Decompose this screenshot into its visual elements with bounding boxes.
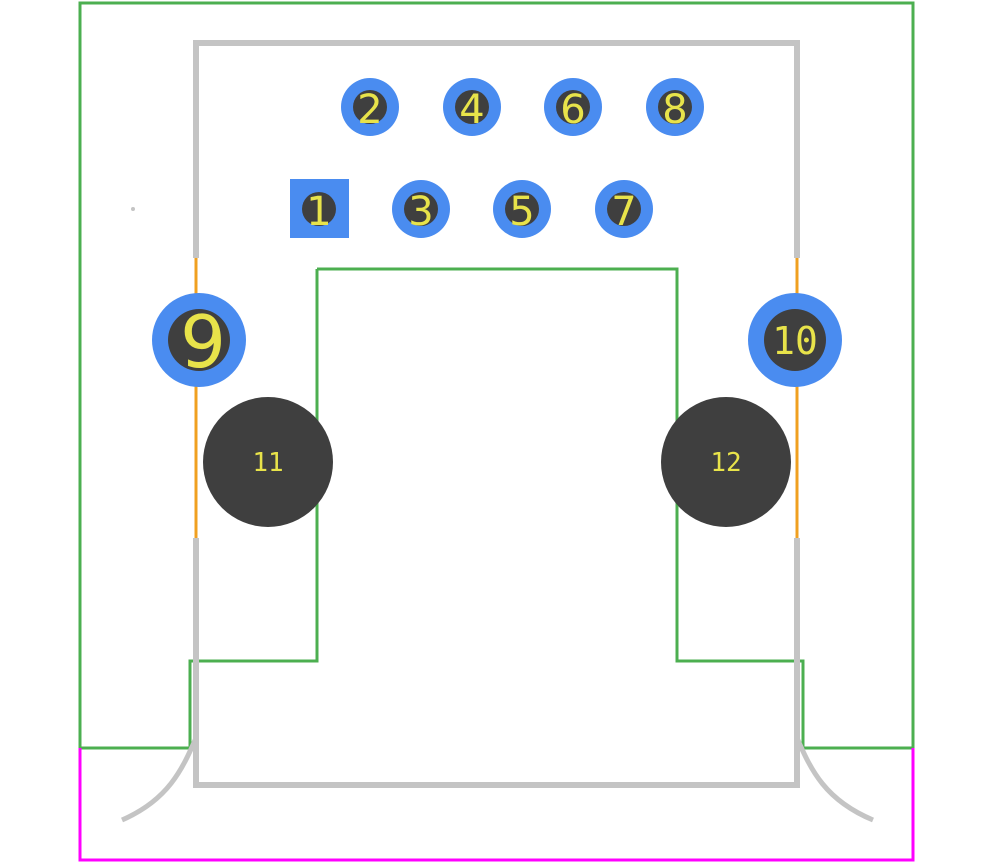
pad-3[interactable]: 3 [392, 180, 450, 238]
pad-1-label: 1 [306, 189, 331, 235]
pad-5-label: 5 [509, 189, 534, 235]
board-edge-outline [78, 748, 915, 862]
pad-9-drill [168, 309, 230, 371]
pad-2-drill [353, 90, 387, 124]
silkscreen-top [193, 40, 800, 258]
pad-6-drill [556, 90, 590, 124]
pads: 1 2 3 4 5 6 [152, 78, 842, 527]
pad-10-label: 10 [772, 319, 818, 363]
silkscreen-latch-left [121, 736, 199, 823]
silkscreen-bottom [193, 538, 800, 788]
pad-7[interactable]: 7 [595, 180, 653, 238]
silkscreen-latch-right [794, 736, 874, 823]
pad-5-drill [505, 192, 539, 226]
pad-12-hole [661, 397, 791, 527]
pad-10[interactable]: 10 [748, 293, 842, 387]
pad-11[interactable]: 11 [203, 397, 333, 527]
pad-3-drill [404, 192, 438, 226]
pad-7-drill [607, 192, 641, 226]
pad-6[interactable]: 6 [544, 78, 602, 136]
pad-12-label: 12 [710, 448, 741, 478]
pad-1[interactable]: 1 [290, 179, 349, 238]
pad-2[interactable]: 2 [341, 78, 399, 136]
pad-9[interactable]: 9 [152, 293, 246, 387]
pad-11-hole [203, 397, 333, 527]
silkscreen-outline [121, 40, 874, 823]
pad-8-drill [658, 90, 692, 124]
pad-12[interactable]: 12 [661, 397, 791, 527]
pad-8-label: 8 [662, 87, 687, 133]
courtyard-outer [78, 1, 915, 748]
courtyard-inner-top-right [317, 267, 805, 748]
pad-4-drill [455, 90, 489, 124]
pad-1-drill [302, 192, 336, 226]
pad-4[interactable]: 4 [443, 78, 501, 136]
pad-2-label: 2 [357, 87, 382, 133]
pad-5[interactable]: 5 [493, 180, 551, 238]
pad-6-label: 6 [560, 87, 585, 133]
pad-4-label: 4 [459, 87, 484, 133]
pad-11-label: 11 [252, 448, 283, 478]
pad-7-label: 7 [611, 189, 636, 235]
pad-3-label: 3 [408, 189, 433, 235]
pad-10-drill [764, 309, 826, 371]
pad-9-label: 9 [180, 300, 226, 384]
pad-8[interactable]: 8 [646, 78, 704, 136]
silkscreen-pin1-marker [131, 207, 135, 211]
